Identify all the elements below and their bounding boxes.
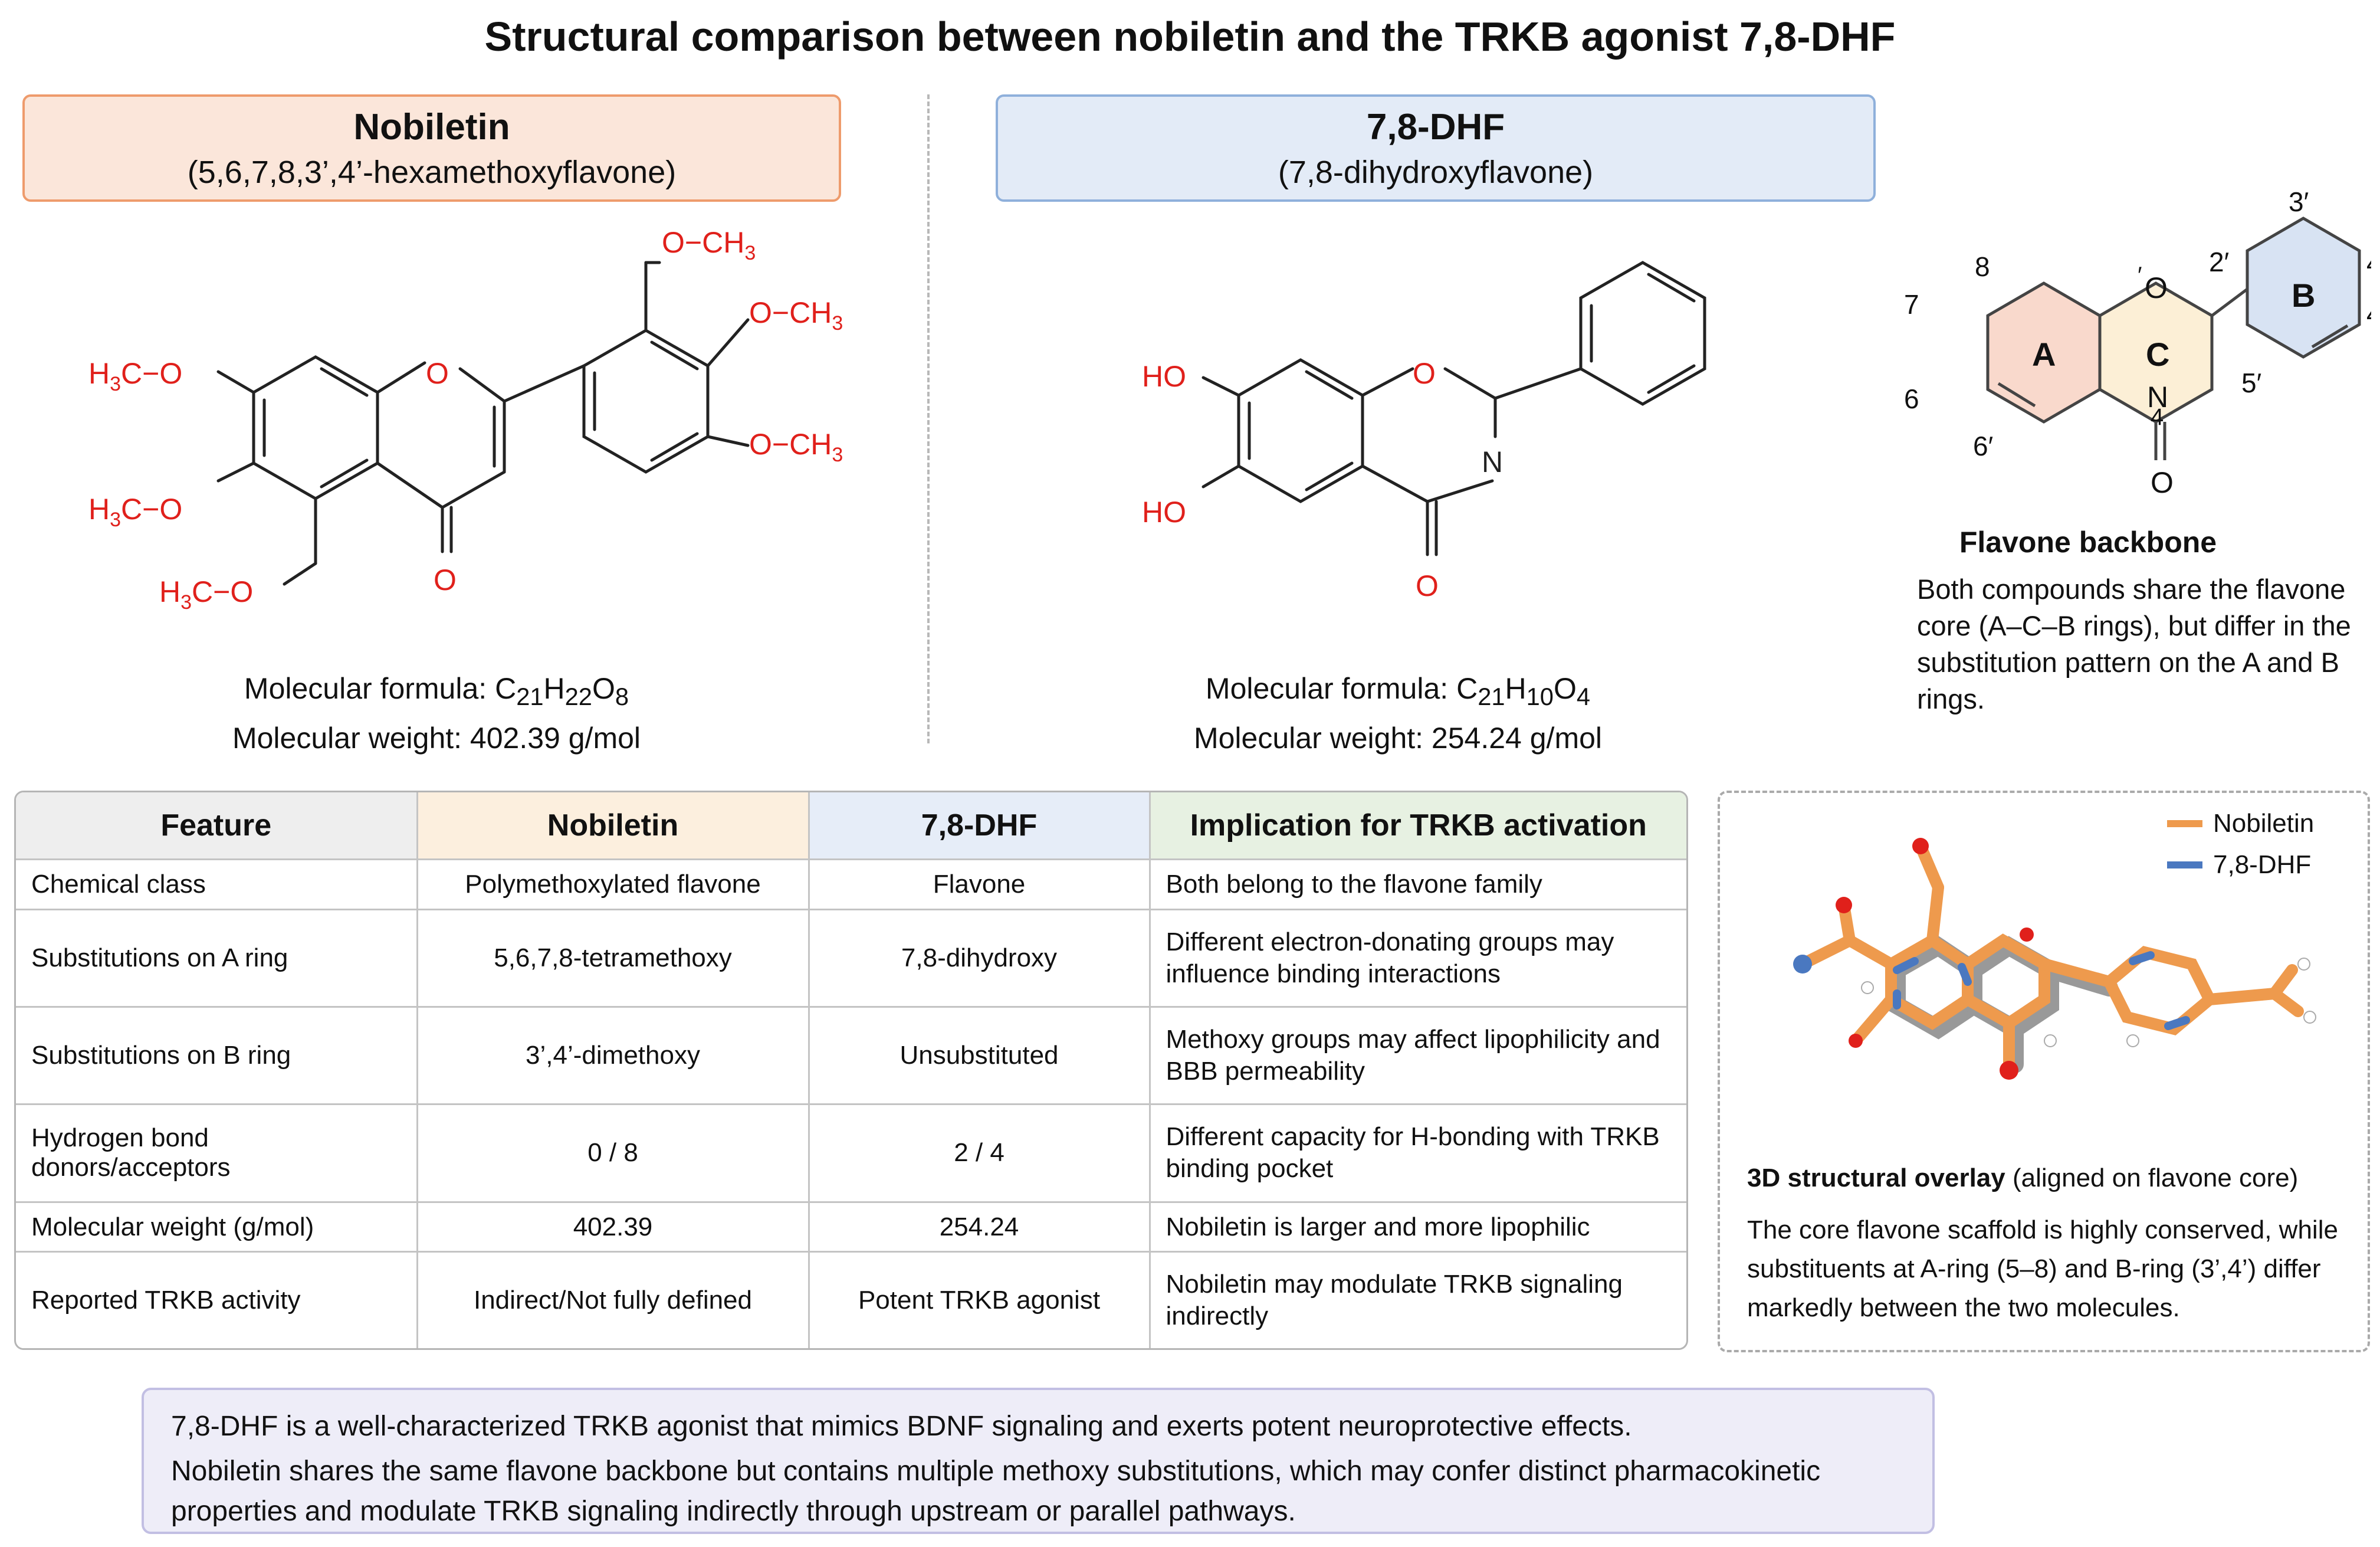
dhf-overlay-bonds [1893,951,2190,1030]
table-header-row: Feature Nobiletin 7,8-DHF Implication fo… [16,792,1686,860]
dhf-hydroxyl-2: HO [1142,496,1186,529]
dhf-n: N [1482,445,1503,478]
pos-2p: 2′ [2209,247,2229,277]
pos-7: 7 [1904,289,1919,320]
overlay-legend: Nobiletin 7,8-DHF [2167,809,2314,879]
cell-nobiletin: 5,6,7,8-tetramethoxy [416,908,810,1008]
flavone-backbone-diagram: A C B O ′ N 4 O 8 7 6 6′ 2′ 3′ 4′ 4′ 5′ [1904,189,2371,499]
nobiletin-header: Nobiletin (5,6,7,8,3’,4’-hexamethoxyflav… [22,94,841,202]
cell-nobiletin: 402.39 [416,1201,810,1253]
col-header-feature: Feature [16,792,418,860]
pos-6p: 6′ [1973,431,1993,461]
nobiletin-h3c-o-2: H3C−O [88,493,182,531]
cell-implication: Methoxy groups may affect lipophilicity … [1148,1006,1686,1106]
legend-label-nobiletin: Nobiletin [2213,809,2314,838]
figure-title: Structural comparison between nobiletin … [484,14,1896,60]
column-divider [927,94,930,743]
cell-nobiletin: 3’,4’-dimethoxy [416,1006,810,1106]
dhf-name: 7,8-DHF [1366,107,1505,148]
table-row: Substitutions on A ring 5,6,7,8-tetramet… [16,908,1686,1008]
summary-line-1: 7,8-DHF is a well-characterized TRKB ago… [171,1411,1632,1442]
cell-implication: Both belong to the flavone family [1148,858,1686,910]
cell-nobiletin: 0 / 8 [416,1103,810,1203]
backbone-description: Both compounds share the flavone core (A… [1917,573,2351,714]
backbone-n: N [2147,381,2168,414]
backbone-ring-o: O [2145,271,2168,304]
ring-a-label: A [2032,336,2056,373]
nobiletin-h3c-o-1: H3C−O [88,357,182,395]
dhf-header: 7,8-DHF (7,8-dihydroxyflavone) [996,94,1876,202]
nobiletin-structure: O O O−CH3 O−CH3 O−CH3 H3C−O H3C−O H3C−O [88,226,843,614]
table-row: Hydrogen bond donors/acceptors 0 / 8 2 /… [16,1103,1686,1203]
dhf-subtitle: (7,8-dihydroxyflavone) [1278,155,1594,190]
overlay-3d-model: Nobiletin 7,8-DHF [1793,809,2316,1080]
nobiletin-ring-o: O [426,357,449,390]
nobiletin-o-ch3-top: O−CH3 [662,226,756,264]
nobiletin-weight: Molecular weight: 402.39 g/mol [232,722,641,755]
cell-feature: Reported TRKB activity [16,1251,418,1348]
nobiletin-o-ch3-low: O−CH3 [749,428,843,466]
cell-feature: Substitutions on A ring [16,908,418,1008]
cell-feature: Chemical class [16,858,418,910]
ring-c-shape [2098,281,2214,424]
dhf-hydroxyl-1: HO [1142,360,1186,393]
pos-8: 8 [1975,251,1990,282]
cell-dhf: 2 / 4 [807,1103,1151,1203]
cell-feature: Hydrogen bond donors/acceptors [16,1103,418,1203]
nobiletin-o-ch3-mid: O−CH3 [749,296,843,335]
ring-b-shape [2246,217,2361,359]
nobiletin-overlay-bonds [1797,840,2304,1076]
dhf-weight: Molecular weight: 254.24 g/mol [1193,722,1603,755]
col-header-implication: Implication for TRKB activation [1148,792,1686,860]
cell-dhf: Unsubstituted [807,1006,1151,1106]
cell-nobiletin: Polymethoxylated flavone [416,858,810,910]
dhf-ring-o: O [1413,357,1436,390]
overlay-description: The core flavone scaffold is highly cons… [1747,1215,2338,1322]
nobiletin-h3c-o-3: H3C−O [159,575,253,614]
backbone-carbonyl-o: O [2151,466,2174,499]
legend-label-dhf: 7,8-DHF [2213,850,2311,879]
backbone-o-tick: ′ [2138,263,2142,289]
cell-dhf: Flavone [807,858,1151,910]
table-row: Substitutions on B ring 3’,4’-dimethoxy … [16,1006,1686,1106]
pos-4p-a: 4′ [2366,248,2371,278]
dhf-carbonyl-o: O [1416,569,1439,602]
cell-dhf: 7,8-dihydroxy [807,908,1151,1008]
col-header-dhf: 7,8-DHF [807,792,1151,860]
cell-dhf: Potent TRKB agonist [807,1251,1151,1348]
summary-box: 7,8-DHF is a well-characterized TRKB ago… [142,1388,1935,1534]
summary-line-2: Nobiletin shares the same flavone backbo… [171,1456,1821,1527]
cell-implication: Nobiletin is larger and more lipophilic [1148,1201,1686,1253]
nobiletin-carbonyl-o: O [434,563,457,596]
cell-dhf: 254.24 [807,1201,1151,1253]
pos-6: 6 [1904,384,1919,414]
table-row: Molecular weight (g/mol) 402.39 254.24 N… [16,1201,1686,1253]
pos-3p: 3′ [2289,189,2309,217]
dhf-structure: O N O HO HO [1142,261,1706,602]
cell-implication: Different electron-donating groups may i… [1148,908,1686,1008]
dhf-formula: Molecular formula: C21H10O4 [1205,672,1591,710]
pos-5p: 5′ [2241,368,2261,398]
nobiletin-properties: Molecular formula: C21H22O8 Molecular we… [118,668,755,759]
dhf-properties: Molecular formula: C21H10O4 Molecular we… [1097,668,1699,759]
comparison-table: Feature Nobiletin 7,8-DHF Implication fo… [14,791,1688,1350]
col-header-nobiletin: Nobiletin [416,792,810,860]
pos-4p-b: 4′ [2366,299,2371,329]
nobiletin-name: Nobiletin [353,107,510,148]
backbone-n4: 4 [2151,404,2164,430]
nobiletin-formula: Molecular formula: C21H22O8 [244,672,629,710]
table-row: Reported TRKB activity Indirect/Not full… [16,1251,1686,1348]
cell-nobiletin: Indirect/Not fully defined [416,1251,810,1348]
ring-c-label: C [2146,336,2169,373]
overlay-panel [1718,791,2370,1352]
cell-feature: Substitutions on B ring [16,1006,418,1106]
backbone-title: Flavone backbone [1959,526,2217,559]
cell-implication: Different capacity for H-bonding with TR… [1148,1103,1686,1203]
cell-feature: Molecular weight (g/mol) [16,1201,418,1253]
table-row: Chemical class Polymethoxylated flavone … [16,858,1686,910]
overlay-caption: 3D structural overlay (aligned on flavon… [1747,1163,2299,1192]
cell-implication: Nobiletin may modulate TRKB signaling in… [1148,1251,1686,1348]
nobiletin-subtitle: (5,6,7,8,3’,4’-hexamethoxyflavone) [187,155,677,190]
ring-b-label: B [2292,277,2315,314]
